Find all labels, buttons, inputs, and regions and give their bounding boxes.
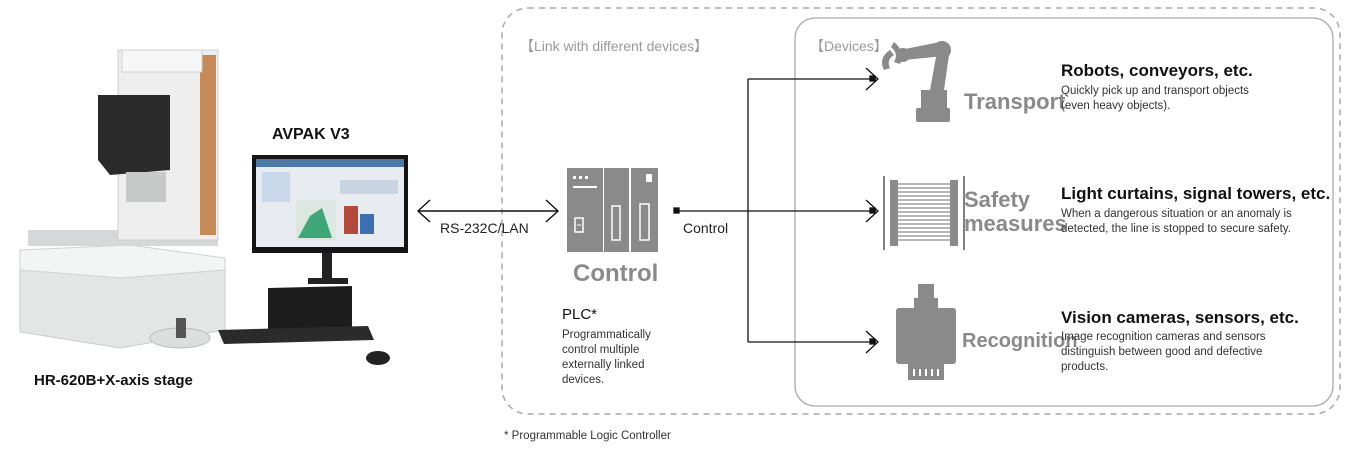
device-desc-recognition: Image recognition cameras and sensors di… xyxy=(1061,330,1266,375)
plc-description: Programmatically control multiple extern… xyxy=(562,328,651,388)
vision-camera-icon xyxy=(896,284,956,380)
measuring-machine-illustration xyxy=(19,49,226,349)
plc-icon xyxy=(567,168,658,252)
plc-desc-line: Programmatically xyxy=(562,329,651,341)
device-name-recognition: Recognition xyxy=(962,330,1078,352)
device-title-transport: Robots, conveyors, etc. xyxy=(1061,61,1253,80)
link-label: RS-232C/LAN xyxy=(440,220,529,236)
device-desc-line: When a dangerous situation or an anomaly… xyxy=(1061,208,1292,220)
computer-illustration xyxy=(218,155,408,365)
link-box-title: 【Link with different devices】 xyxy=(520,38,709,54)
device-name-line: measures xyxy=(964,211,1067,236)
device-title-safety: Light curtains, signal towers, etc. xyxy=(1061,184,1331,203)
device-desc-line: Image recognition cameras and sensors xyxy=(1061,331,1266,343)
plc-desc-line: externally linked xyxy=(562,359,645,371)
device-name-transport: Transport xyxy=(964,89,1066,114)
footnote: * Programmable Logic Controller xyxy=(504,430,671,442)
device-desc-transport: Quickly pick up and transport objects (e… xyxy=(1061,84,1249,114)
plc-desc-line: devices. xyxy=(562,374,605,386)
control-arrow-label: Control xyxy=(683,220,729,236)
machine-label: HR-620B+X-axis stage xyxy=(34,372,193,389)
device-name-line: Safety xyxy=(964,187,1031,212)
rs232-link-arrow xyxy=(416,199,560,223)
device-title-recognition: Vision cameras, sensors, etc. xyxy=(1061,308,1299,327)
device-desc-safety: When a dangerous situation or an anomaly… xyxy=(1061,207,1292,237)
device-desc-line: distinguish between good and defective xyxy=(1061,346,1263,358)
plc-title: PLC* xyxy=(562,306,598,323)
plc-desc-line: control multiple xyxy=(562,344,640,356)
control-connectors xyxy=(673,67,879,354)
devices-box-border xyxy=(794,17,1334,407)
light-curtain-icon xyxy=(883,176,965,250)
device-name-safety: Safety measures xyxy=(964,188,1067,236)
control-title: Control xyxy=(573,260,659,287)
devices-box-title: 【Devices】 xyxy=(810,38,888,54)
device-desc-line: Quickly pick up and transport objects xyxy=(1061,85,1249,97)
device-desc-line: products. xyxy=(1061,361,1109,373)
device-desc-line: (even heavy objects). xyxy=(1061,100,1171,112)
robot-arm-icon xyxy=(882,41,951,122)
device-desc-line: detected, the line is stopped to secure … xyxy=(1061,223,1291,235)
software-label: AVPAK V3 xyxy=(272,126,350,143)
